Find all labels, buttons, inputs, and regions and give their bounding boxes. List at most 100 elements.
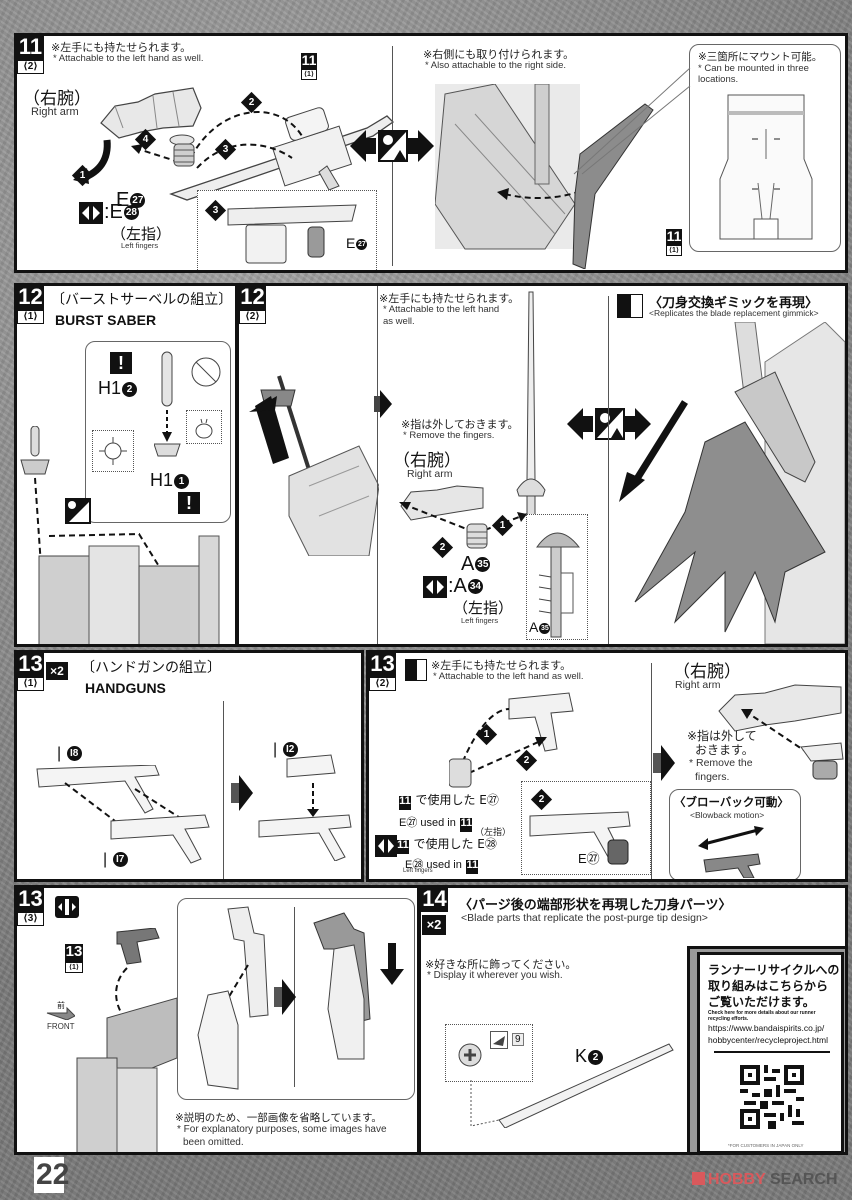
step-number: 12 — [17, 284, 44, 310]
marker-1: 1 — [475, 723, 498, 746]
peg-detail — [186, 410, 222, 444]
marker-1: 1 — [491, 514, 514, 537]
next-arrow-icon — [231, 775, 253, 811]
left-right-swap-icon — [375, 835, 397, 857]
step-number: 13 — [369, 651, 396, 677]
step-number: 14 — [421, 886, 448, 912]
blade-part-illustration — [498, 1043, 674, 1128]
blowback-en: <Blowback motion> — [690, 810, 765, 820]
right-arm-jp: （右腕） — [673, 662, 741, 682]
used-in-en: E㉗ used in 11 — [399, 813, 473, 832]
blade-tip-illustration — [458, 1043, 482, 1067]
backpack-mount-diagram — [719, 94, 813, 240]
left-fingers-en: Left fingers — [121, 241, 159, 250]
blowback-jp: 〈ブローバック可動〉 — [674, 795, 789, 809]
mount-illustration — [435, 84, 654, 269]
used-in-jp: 11 で使用した E㉗ — [399, 791, 499, 810]
right-arm-illustration — [718, 684, 844, 780]
watermark-logo-icon — [692, 1172, 705, 1185]
step-number: 13 — [17, 886, 44, 912]
step-11-2-panel: 11 ⟨2⟩ ※左手にも持たせられます。 * Attachable to the… — [14, 33, 848, 273]
attach-icon — [55, 896, 79, 918]
note-en: * Attachable to the left hand as well. — [433, 671, 584, 682]
detail-marker: 3 — [204, 199, 227, 222]
watermark: HOBBY SEARCH — [692, 1171, 838, 1189]
multiplier-badge: ×2 — [421, 914, 447, 936]
caution-icon: ! — [110, 352, 132, 374]
recycle-footnote: *FOR CUSTOMERS IN JAPAN ONLY — [728, 1143, 804, 1148]
left-right-swap-icon — [79, 202, 103, 224]
note-jp: ※左手にも持たせられます。 — [431, 659, 572, 672]
saber-assembly-illustration — [20, 426, 220, 644]
remove-jp-1: ※指は外して — [687, 729, 757, 743]
step-12-2-panel: 12 ⟨2⟩ ※左手にも持たせられます。 * Attachable to the… — [236, 283, 848, 647]
handgun-assembly-illustration — [36, 765, 210, 864]
recycle-title-1: ランナーリサイクルへの — [708, 963, 840, 977]
next-arrow-icon — [653, 745, 675, 781]
rifle-illustration — [169, 107, 395, 201]
blade-replacement-illustration — [619, 322, 845, 644]
file-tool-icon — [490, 1031, 508, 1049]
remove-en-2: fingers. — [695, 771, 730, 783]
caution-icon-bottom: ! — [178, 492, 200, 514]
front-en: FRONT — [47, 1022, 75, 1031]
step-number: 11 — [17, 34, 44, 60]
qr-code[interactable] — [740, 1065, 804, 1129]
rifle-grip-detail — [227, 204, 357, 264]
panel-divider-2 — [608, 296, 609, 644]
alt-used-in-en: E㉘ used in 11 — [405, 855, 479, 874]
gimmick-title-jp: 〈刀身交換ギミックを再現〉 — [649, 296, 819, 311]
next-arrow-icon — [274, 979, 296, 1015]
fingers-part-illustration — [466, 523, 488, 549]
left-fingers-jp: （左指） — [453, 599, 514, 617]
recycle-url-2[interactable]: hobbycenter/recycleproject.html — [708, 1035, 829, 1045]
detail-part-code: E㉗ — [578, 851, 600, 866]
remove-en: * Remove the fingers. — [403, 430, 495, 441]
title-jp: 〔ハンドガンの組立〕 — [81, 660, 221, 676]
recycle-title-3: ご覧いただけます。 — [708, 995, 815, 1009]
mount-ref-sub: ⟨1⟩ — [666, 245, 682, 256]
part-label-i8: | I8 — [57, 745, 82, 763]
detail-box: 9 — [445, 1024, 533, 1082]
saber-hilt-illustration — [154, 351, 221, 457]
dashed-paths — [131, 111, 303, 169]
marker-2: 2 — [515, 749, 538, 772]
alt-used-in-jp: 11 で使用した E㉘ — [397, 835, 497, 854]
mount-callout: ※三箇所にマウント可能。 * Can be mounted in three l… — [689, 44, 841, 252]
step-sub-number: ⟨1⟩ — [17, 310, 44, 324]
remove-en-1: * Remove the — [689, 757, 753, 769]
tool-number: 9 — [512, 1033, 524, 1046]
note-en: * Attachable to the left hand as well. — [53, 53, 204, 64]
title-en: BURST SABER — [55, 312, 157, 328]
marker-2: 2 — [240, 91, 263, 114]
note-en: * Display it wherever you wish. — [427, 970, 563, 981]
fingers-part-illustration — [169, 134, 195, 167]
marker-1: 1 — [71, 164, 94, 187]
remove-jp: ※指は外しておきます。 — [401, 418, 519, 431]
holster-detail-callout — [177, 898, 415, 1100]
mount-note-en: * Also attachable to the right side. — [425, 60, 567, 71]
panel-divider — [223, 701, 224, 879]
step-sub-number: ⟨2⟩ — [239, 310, 266, 324]
callout-pointer — [573, 67, 691, 175]
remove-jp-2: おきます。 — [695, 743, 754, 757]
omit-en-2: been omitted. — [183, 1137, 244, 1148]
holster-mount-illustration — [76, 928, 177, 1152]
blade-outline-icon — [629, 294, 643, 318]
title-jp: 〈パージ後の端部形状を再現した刀身パーツ〉 — [459, 898, 732, 913]
blowback-illustration — [698, 826, 764, 878]
blowback-callout: 〈ブローバック可動〉 <Blowback motion> — [669, 789, 801, 879]
holster-inserted-illustration — [313, 912, 404, 1060]
recycle-url-1[interactable]: https://www.bandaispirits.co.jp/ — [708, 1023, 825, 1033]
dotted-leader — [470, 1080, 500, 1127]
step-sub-number: ⟨2⟩ — [369, 677, 396, 691]
recycle-sub-en: Check here for more details about our ru… — [708, 1010, 816, 1022]
